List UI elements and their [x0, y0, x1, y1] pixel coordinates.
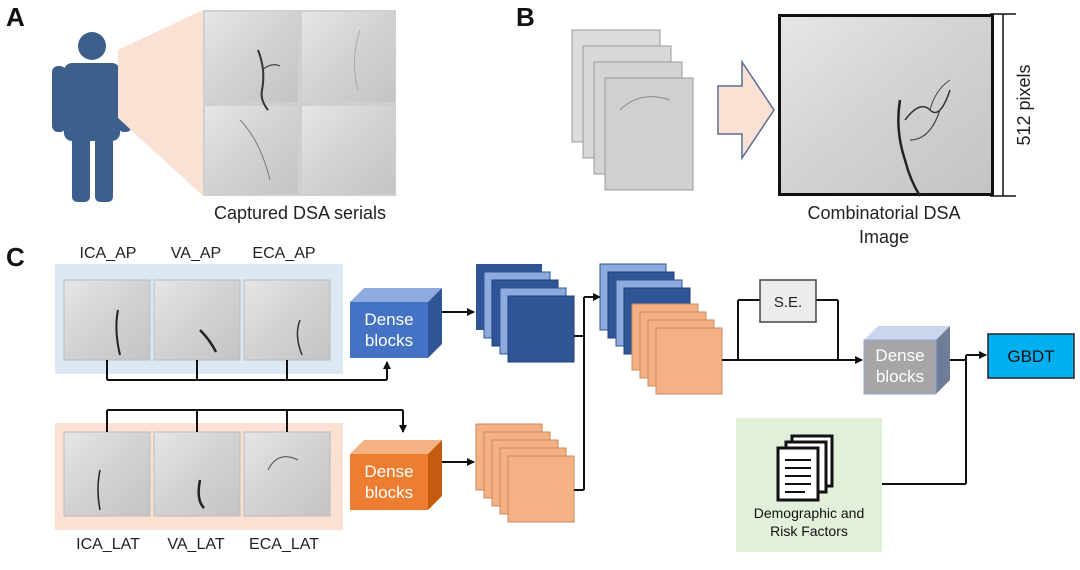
- dense-orange-label-1: Dense: [364, 462, 413, 481]
- dimension-label: 512 pixels: [1014, 64, 1034, 145]
- label-va-lat: VA_LAT: [167, 536, 224, 553]
- va-ap-image: [153, 279, 241, 361]
- dimension-marker: [990, 13, 1016, 197]
- dsa-image: [302, 106, 395, 194]
- caption-combinatorial-line2: Image: [859, 227, 909, 247]
- combinatorial-dsa-image: [778, 14, 994, 197]
- dense-blue-label-1: Dense: [364, 310, 413, 329]
- dense-gray-label-2: blocks: [876, 367, 924, 386]
- dense-gray-label-1: Dense: [875, 346, 924, 365]
- label-eca-ap: ECA_AP: [252, 245, 315, 262]
- feature-maps-blue: [476, 264, 575, 363]
- ica-lat-image: [63, 431, 151, 517]
- label-eca-lat: ECA_LAT: [249, 536, 319, 553]
- eca-lat-image: [243, 431, 331, 517]
- arrow-right-icon: [717, 59, 775, 161]
- dsa-image: [302, 12, 395, 102]
- eca-ap-image: [243, 279, 331, 361]
- se-connectors: [722, 299, 863, 364]
- caption-dsa-serials: Captured DSA serials: [214, 203, 386, 223]
- se-block: [759, 279, 817, 323]
- risk-label-1: Demographic and: [754, 505, 865, 521]
- ap-connectors: [106, 360, 391, 381]
- label-ica-ap: ICA_AP: [80, 245, 137, 262]
- feature-maps-orange: [475, 423, 575, 523]
- ica-ap-image: [63, 279, 151, 361]
- dsa-image: [205, 12, 298, 102]
- feature-maps-concatenated: [599, 263, 723, 395]
- label-va-ap: VA_AP: [171, 245, 221, 262]
- panel-label-a: A: [6, 2, 25, 32]
- dense-blocks-fused: [863, 326, 950, 395]
- se-label: S.E.: [774, 294, 802, 311]
- dense-blocks-lat: [350, 440, 442, 510]
- documents-icon: [776, 434, 834, 502]
- dsa-serial-images: [203, 10, 396, 196]
- lat-connectors: [106, 409, 407, 433]
- projection-beam: [118, 10, 203, 196]
- gbdt-connectors: [882, 351, 987, 485]
- panel-label-c: C: [6, 242, 25, 272]
- dense-blue-label-2: blocks: [365, 331, 413, 350]
- dsa-image: [205, 106, 298, 194]
- caption-combinatorial-line1: Combinatorial DSA: [807, 203, 960, 223]
- label-ica-lat: ICA_LAT: [76, 536, 140, 553]
- risk-label-2: Risk Factors: [770, 523, 848, 539]
- merge-connectors: [574, 293, 601, 491]
- va-lat-image: [153, 431, 241, 517]
- gbdt-label: GBDT: [1007, 347, 1054, 366]
- gbdt-box: [987, 333, 1075, 379]
- dense-blocks-ap: [350, 288, 442, 358]
- panel-label-b: B: [516, 2, 535, 32]
- dense-orange-label-2: blocks: [365, 483, 413, 502]
- stacked-dsa-frames: [571, 29, 694, 191]
